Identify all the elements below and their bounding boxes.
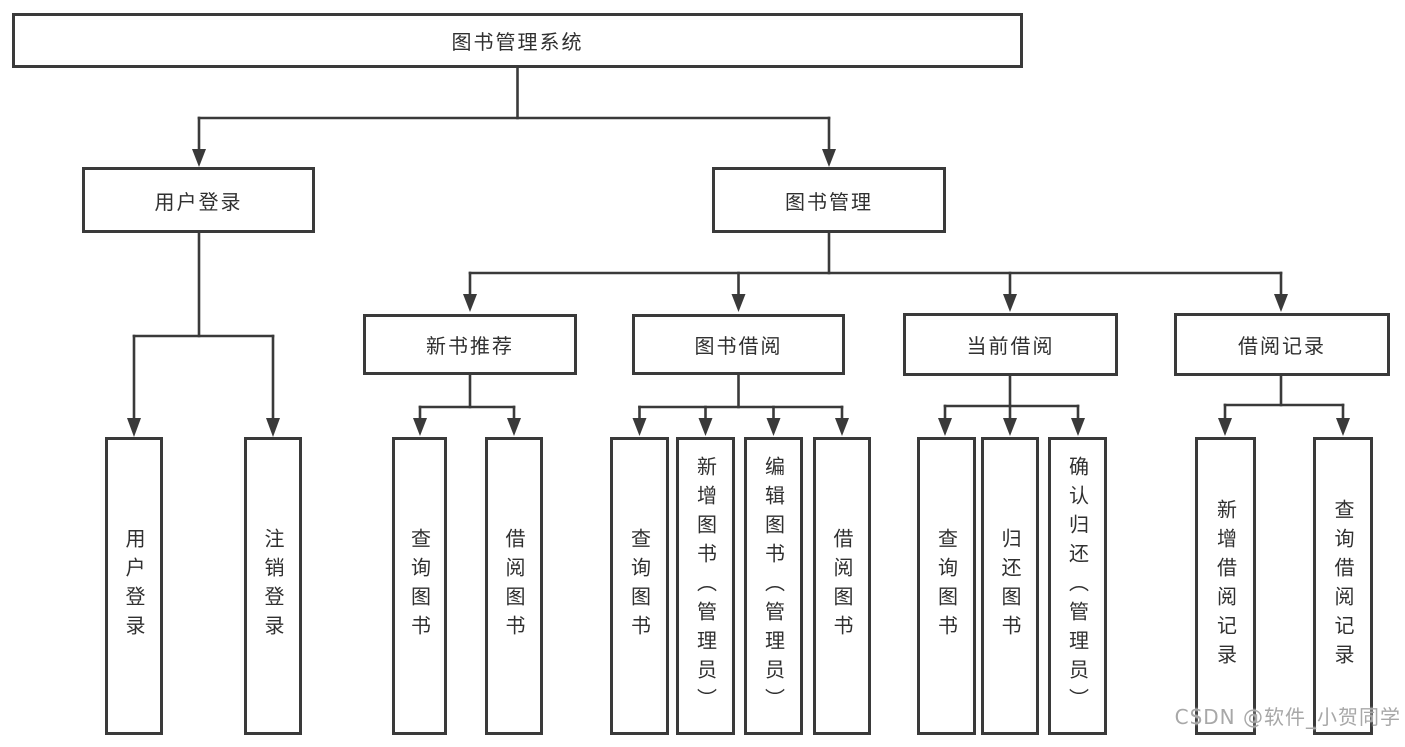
connector-current-borrow-to-leaves [938, 374, 1085, 436]
leaf-query-borrow-record: 查询借阅记录 [1313, 437, 1373, 735]
node-book-borrow-label: 图书借阅 [694, 334, 783, 358]
leaf-borrow-books-recommend-label: 借阅图书 [502, 528, 526, 644]
leaf-add-borrow-record: 新增借阅记录 [1195, 437, 1256, 735]
leaf-query-books-recommend-label: 查询图书 [407, 528, 432, 644]
leaf-return-book-label: 归还图书 [998, 528, 1022, 644]
leaf-edit-book-admin-label: 编辑图书（管理员） [761, 455, 786, 717]
leaf-logout: 注销登录 [244, 437, 302, 735]
node-new-book-recommend-label: 新书推荐 [426, 334, 514, 358]
leaf-borrow-books-recommend: 借阅图书 [485, 437, 543, 735]
leaf-query-books-recommend: 查询图书 [392, 437, 447, 735]
node-new-book-recommend: 新书推荐 [363, 314, 577, 375]
node-root: 图书管理系统 [12, 13, 1023, 68]
leaf-user-login-label: 用户登录 [122, 528, 146, 644]
leaf-edit-book-admin: 编辑图书（管理员） [744, 437, 803, 735]
node-user-login: 用户登录 [82, 167, 315, 233]
connector-root-to-level1 [192, 66, 836, 167]
leaf-confirm-return-admin: 确认归还（管理员） [1048, 437, 1107, 735]
watermark: CSDN @软件_小贺同学 [1174, 705, 1401, 729]
connector-borrow-records-to-leaves [1218, 374, 1350, 436]
connector-user-login-to-leaves [127, 231, 280, 437]
leaf-add-book-admin-label: 新增图书（管理员） [693, 455, 718, 717]
leaf-query-books-borrow-label: 查询图书 [627, 528, 652, 644]
leaf-return-book: 归还图书 [981, 437, 1039, 735]
leaf-user-login: 用户登录 [105, 437, 163, 735]
leaf-add-book-admin: 新增图书（管理员） [676, 437, 735, 735]
leaf-query-books-current: 查询图书 [917, 437, 976, 735]
node-borrow-records: 借阅记录 [1174, 313, 1390, 376]
node-user-login-label: 用户登录 [154, 189, 243, 214]
leaf-add-borrow-record-label: 新增借阅记录 [1213, 499, 1238, 673]
node-book-borrow: 图书借阅 [632, 314, 845, 375]
leaf-borrow-books: 借阅图书 [813, 437, 871, 735]
node-book-management-label: 图书管理 [785, 189, 873, 214]
leaf-confirm-return-admin-label: 确认归还（管理员） [1065, 455, 1090, 717]
leaf-logout-label: 注销登录 [261, 528, 285, 644]
leaf-query-books-borrow: 查询图书 [610, 437, 669, 735]
connector-book-mgmt-to-level3 [463, 231, 1288, 312]
node-book-management: 图书管理 [712, 167, 946, 233]
node-current-borrow-label: 当前借阅 [966, 334, 1055, 358]
node-current-borrow: 当前借阅 [903, 313, 1118, 376]
connector-book-borrow-to-leaves [632, 373, 849, 436]
connector-new-rec-to-leaves [413, 373, 521, 436]
node-root-label: 图书管理系统 [451, 30, 584, 54]
leaf-query-books-current-label: 查询图书 [934, 528, 959, 644]
leaf-borrow-books-label: 借阅图书 [830, 528, 854, 644]
leaf-query-borrow-record-label: 查询借阅记录 [1331, 499, 1355, 673]
node-borrow-records-label: 借阅记录 [1238, 334, 1326, 358]
